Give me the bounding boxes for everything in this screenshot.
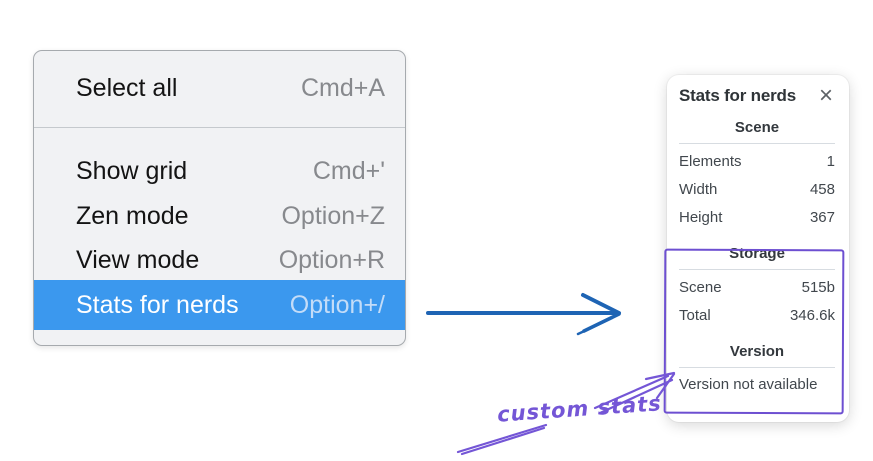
menu-item-label: Select all bbox=[76, 73, 178, 102]
stats-panel-header: Stats for nerds × bbox=[679, 82, 835, 109]
menu-item-view-mode[interactable]: View mode Option+R bbox=[34, 236, 405, 284]
menu-item-show-grid[interactable]: Show grid Cmd+' bbox=[34, 147, 405, 195]
section-divider bbox=[679, 367, 835, 368]
stat-value: 458 bbox=[809, 181, 835, 198]
stat-row-height: Height 367 bbox=[679, 204, 835, 232]
section-header-storage: Storage bbox=[729, 245, 785, 262]
stat-label: Total bbox=[679, 307, 711, 324]
section-header-version: Version bbox=[729, 343, 785, 360]
menu-item-shortcut: Option+R bbox=[278, 245, 385, 274]
stat-row-total-storage: Total 346.6k bbox=[679, 302, 835, 330]
stat-value: 367 bbox=[809, 209, 835, 226]
stat-label: Height bbox=[679, 209, 723, 226]
menu-divider bbox=[34, 127, 405, 128]
stat-label: Elements bbox=[679, 153, 742, 170]
stat-value: 515b bbox=[801, 279, 835, 296]
section-divider bbox=[679, 269, 835, 270]
menu-item-shortcut: Option+Z bbox=[281, 201, 385, 230]
menu-item-stats-for-nerds[interactable]: Stats for nerds Option+/ bbox=[34, 280, 405, 330]
stat-value: 346.6k bbox=[789, 307, 835, 324]
menu-item-label: Stats for nerds bbox=[76, 290, 239, 319]
stat-row-elements: Elements 1 bbox=[679, 148, 835, 176]
menu-item-shortcut: Option+/ bbox=[289, 290, 385, 319]
menu-item-shortcut: Cmd+A bbox=[300, 73, 385, 102]
panel-title: Stats for nerds bbox=[679, 86, 796, 105]
arrow-right-icon bbox=[426, 293, 621, 336]
menu-item-zen-mode[interactable]: Zen mode Option+Z bbox=[34, 192, 405, 240]
stats-panel: Stats for nerds × Scene Elements 1 Width… bbox=[667, 75, 849, 422]
context-menu: Select all Cmd+A Show grid Cmd+' Zen mod… bbox=[33, 50, 406, 346]
menu-item-label: Show grid bbox=[76, 156, 188, 185]
menu-item-shortcut: Cmd+' bbox=[312, 156, 385, 185]
stat-value: 1 bbox=[826, 153, 835, 170]
menu-item-label: Zen mode bbox=[76, 201, 189, 230]
section-divider bbox=[679, 143, 835, 144]
version-note: Version not available bbox=[679, 376, 818, 393]
stat-row-scene-storage: Scene 515b bbox=[679, 274, 835, 302]
menu-item-select-all[interactable]: Select all Cmd+A bbox=[34, 64, 405, 112]
close-icon[interactable]: × bbox=[818, 82, 833, 109]
section-header-scene: Scene bbox=[734, 119, 780, 136]
stat-label: Width bbox=[679, 181, 718, 198]
stat-row-width: Width 458 bbox=[679, 176, 835, 204]
stat-label: Scene bbox=[679, 279, 722, 296]
annotation-custom-stats: custom stats bbox=[496, 391, 663, 427]
menu-item-label: View mode bbox=[76, 245, 200, 274]
